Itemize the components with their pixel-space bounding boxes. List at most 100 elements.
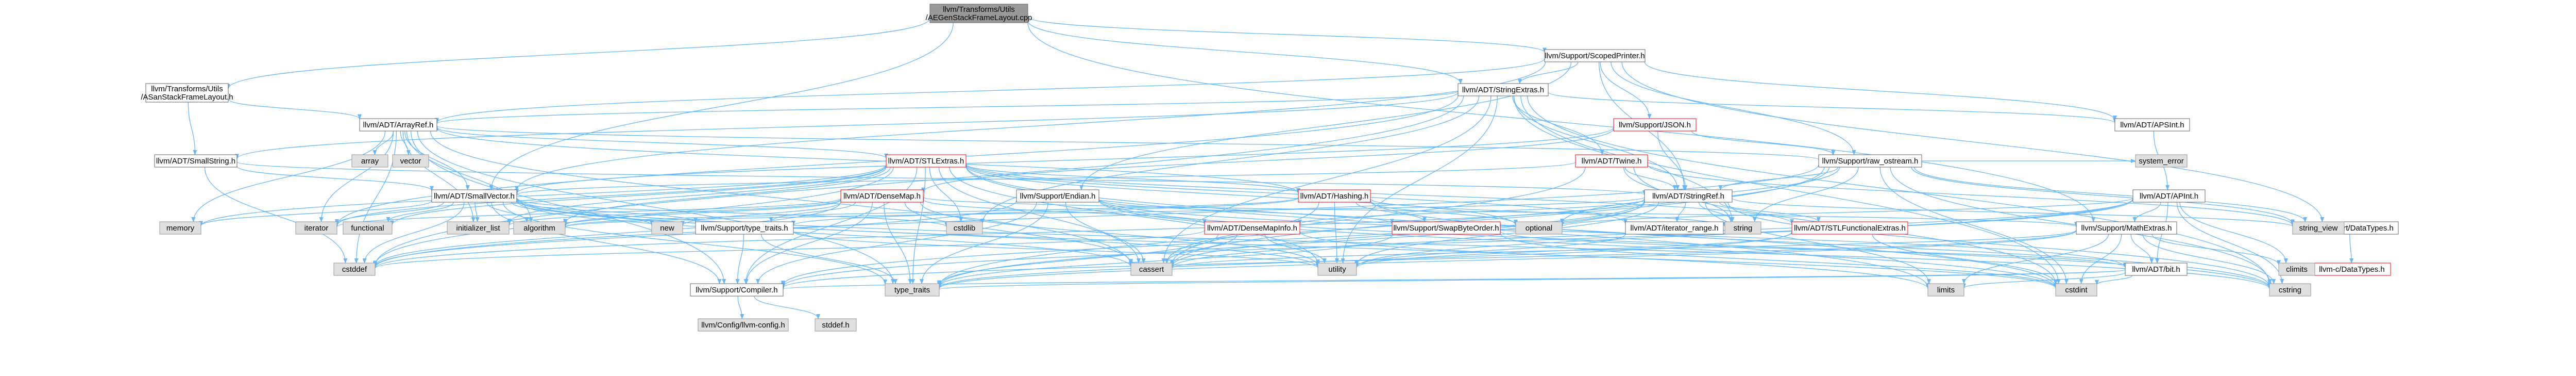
- edge-hashing-to-algorithm: [563, 197, 1299, 227]
- node-box: [1016, 189, 1099, 203]
- node-box: [1458, 83, 1549, 96]
- edge-stringref-to-limits: [1705, 202, 1931, 284]
- edge-root-to-layouth: [226, 18, 930, 89]
- node-apsint[interactable]: llvm/ADT/APSInt.h: [2114, 118, 2190, 132]
- node-label: llvm/Support/Endian.h: [1020, 192, 1096, 201]
- node-cstdint: cstdint: [2055, 283, 2097, 297]
- node-bit[interactable]: llvm/ADT/bit.h: [2125, 263, 2188, 276]
- edge-rawostream-to-typetraits_std: [937, 167, 1825, 287]
- edge-smallvector-to-memory: [199, 200, 432, 226]
- edge-endian-to-swapbyteorder: [1098, 199, 1394, 224]
- edge-densemap-to-typetraits: [769, 202, 856, 222]
- edge-densemap-to-densemapinfo: [923, 199, 1207, 225]
- node-label: llvm/ADT/STLFunctionalExtras.h: [1794, 224, 1906, 233]
- node-label: llvm/Support/type_traits.h: [701, 224, 788, 233]
- node-apint[interactable]: llvm/ADT/APInt.h: [2132, 189, 2206, 203]
- node-box: [359, 118, 437, 132]
- node-cstddef: cstddef: [333, 263, 376, 276]
- edge-stlextras-to-hashing: [965, 164, 1300, 193]
- node-root[interactable]: llvm/Transforms/Utils/AEGenStackFrameLay…: [926, 4, 1032, 23]
- node-label: string: [1734, 224, 1753, 233]
- node-json[interactable]: llvm/Support/JSON.h: [1613, 118, 1697, 132]
- edge-densemap-to-mathextras: [923, 197, 2078, 227]
- edge-densemap-to-initlist: [507, 199, 841, 226]
- node-stringextras[interactable]: llvm/ADT/StringExtras.h: [1458, 83, 1549, 96]
- node-smallstring[interactable]: llvm/ADT/SmallString.h: [154, 154, 238, 168]
- node-label: cassert: [1139, 265, 1164, 274]
- node-hashing[interactable]: llvm/ADT/Hashing.h: [1298, 189, 1371, 203]
- node-functional: functional: [343, 221, 393, 235]
- node-box: [392, 154, 429, 168]
- edge-densemap-to-utility: [920, 202, 1320, 267]
- edge-densemap-to-cassert: [904, 202, 1133, 265]
- node-label: llvm/ADT/SmallString.h: [156, 157, 235, 166]
- node-box: [815, 318, 857, 332]
- node-compiler[interactable]: llvm/Support/Compiler.h: [690, 283, 784, 297]
- edge-smallvector-to-new: [511, 202, 654, 226]
- edge-smallvector-to-compiler: [491, 202, 722, 284]
- node-label: llvm/ADT/SmallVector.h: [434, 192, 515, 201]
- edge-scopedprinter-to-stringextras: [1517, 61, 1579, 84]
- node-twine[interactable]: llvm/ADT/Twine.h: [1575, 154, 1648, 168]
- node-box: [1317, 263, 1357, 276]
- edge-scopedprinter-to-arrayref: [435, 58, 1545, 123]
- edge-rawostream-to-cstdint: [1879, 167, 2069, 284]
- node-box: [885, 283, 940, 297]
- node-endian[interactable]: llvm/Support/Endian.h: [1016, 189, 1099, 203]
- edge-stringref-to-string: [1698, 202, 1735, 222]
- node-box: [2114, 118, 2190, 132]
- node-stringref[interactable]: llvm/ADT/StringRef.h: [1644, 189, 1733, 203]
- node-arrayref[interactable]: llvm/ADT/ArrayRef.h: [359, 118, 437, 132]
- node-box: [351, 154, 388, 168]
- edge-root-to-scopedprinter: [1027, 16, 1547, 53]
- node-label: functional: [351, 224, 384, 233]
- node-label: llvm/ADT/STLExtras.h: [888, 157, 964, 166]
- node-scopedprinter[interactable]: llvm/Support/ScopedPrinter.h: [1544, 49, 1646, 62]
- node-iteratorrange[interactable]: llvm/ADT/iterator_range.h: [1625, 221, 1724, 235]
- edge-stlextras-to-utility: [949, 167, 1320, 265]
- edge-rawostream-to-stringview: [1911, 167, 2295, 225]
- edge-stringextras-to-cassert: [1161, 95, 1492, 264]
- node-label: llvm/ADT/Twine.h: [1582, 157, 1642, 166]
- node-box: [1927, 283, 1964, 297]
- edge-stlextras-to-typetraits_std: [910, 167, 926, 284]
- node-label: llvm/Config/llvm-config.h: [701, 321, 785, 330]
- node-swapbyteorder[interactable]: llvm/Support/SwapByteOrder.h: [1392, 221, 1501, 235]
- edge-scopedprinter-to-datatypes: [1621, 61, 2325, 222]
- node-label: llvm/ADT/Hashing.h: [1300, 192, 1369, 201]
- node-stlextras[interactable]: llvm/ADT/STLExtras.h: [886, 154, 967, 168]
- node-label: /ASanStackFrameLayout.h: [141, 93, 233, 102]
- edge-hashing-to-typetraits: [791, 198, 1299, 226]
- node-densemapinfo[interactable]: llvm/ADT/DenseMapInfo.h: [1204, 221, 1300, 235]
- node-typetraits[interactable]: llvm/Support/type_traits.h: [695, 221, 794, 235]
- node-stlfunctional[interactable]: llvm/ADT/STLFunctionalExtras.h: [1791, 221, 1908, 235]
- node-box: [946, 221, 983, 235]
- node-cdatatypes[interactable]: llvm-c/DataTypes.h: [2313, 263, 2391, 276]
- edge-arrayref-to-hashing: [436, 127, 1300, 194]
- edge-scopedprinter-to-smallvector: [515, 61, 1546, 191]
- edge-densemapinfo-to-typetraits_std: [937, 234, 1219, 286]
- node-label: llvm/ADT/DenseMap.h: [843, 192, 921, 201]
- edge-apint-to-optional: [1560, 197, 2133, 227]
- node-label: llvm/Transforms/Utils: [943, 5, 1014, 14]
- node-new: new: [651, 221, 683, 235]
- node-label: /AEGenStackFrameLayout.cpp: [926, 13, 1032, 22]
- node-layouth[interactable]: llvm/Transforms/Utils/ASanStackFrameLayo…: [141, 83, 233, 103]
- node-rawostream[interactable]: llvm/Support/raw_ostream.h: [1818, 154, 1922, 168]
- node-label: string_view: [2299, 224, 2337, 233]
- edge-mathextras-to-climits: [2151, 234, 2281, 266]
- node-box: [1625, 221, 1724, 235]
- node-mathextras[interactable]: llvm/Support/MathExtras.h: [2076, 221, 2177, 235]
- node-label: llvm/Support/MathExtras.h: [2081, 224, 2172, 233]
- edge-arrayref-to-smallvector: [404, 130, 470, 190]
- edge-mathextras-to-cstdint: [2079, 234, 2122, 284]
- edge-stlextras-to-stlfunctional: [965, 164, 1794, 224]
- edge-stringref-to-cstring: [1727, 202, 2272, 287]
- node-box: [651, 221, 683, 235]
- node-densemap[interactable]: llvm/ADT/DenseMap.h: [840, 189, 924, 203]
- node-label: new: [660, 224, 674, 233]
- node-smallvector[interactable]: llvm/ADT/SmallVector.h: [431, 189, 517, 203]
- node-initlist: initializer_list: [447, 221, 510, 235]
- edge-stringextras-to-apsint: [1548, 92, 2117, 124]
